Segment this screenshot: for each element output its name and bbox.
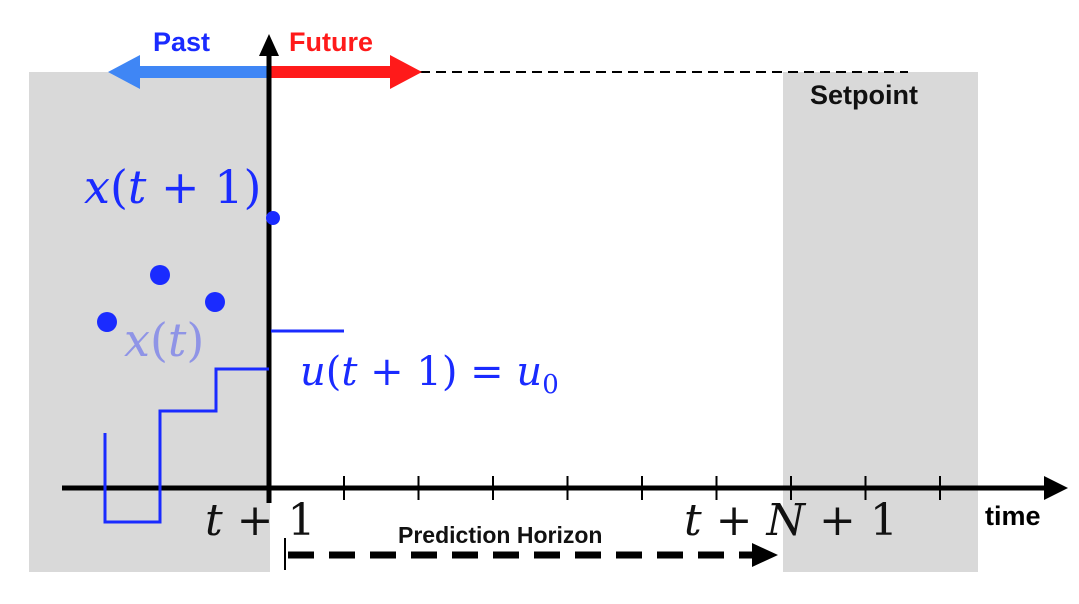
setpoint-label: Setpoint — [810, 80, 918, 110]
left-arrow-icon — [108, 55, 140, 89]
time-label: time — [985, 501, 1041, 531]
time-ticks — [343, 476, 941, 500]
x-t-plus-1-label: x(t + 1) — [84, 160, 261, 214]
tick-label-t-plus-n-plus-1: t + N + 1 — [684, 495, 898, 546]
time-axis-arrow-icon — [1044, 476, 1068, 500]
state-point — [97, 312, 117, 332]
x-t-label: x(t) — [124, 313, 204, 367]
up-arrow-icon — [259, 34, 279, 56]
state-point — [150, 265, 170, 285]
future-label: Future — [289, 27, 373, 57]
state-point — [205, 292, 225, 312]
prediction-horizon-arrow — [284, 538, 778, 570]
input-staircase — [103, 367, 269, 524]
right-arrow-icon — [752, 543, 778, 567]
u-t-plus-1-label: u(t + 1) = u0 — [300, 349, 559, 400]
past-arrow — [108, 55, 270, 89]
right-arrow-icon — [390, 55, 422, 89]
state-point-next — [266, 211, 280, 225]
tick-label-t-plus-1: t + 1 — [205, 495, 316, 546]
future-arrow — [270, 55, 422, 89]
prediction-horizon-label: Prediction Horizon — [398, 522, 602, 548]
past-label: Past — [153, 27, 210, 57]
